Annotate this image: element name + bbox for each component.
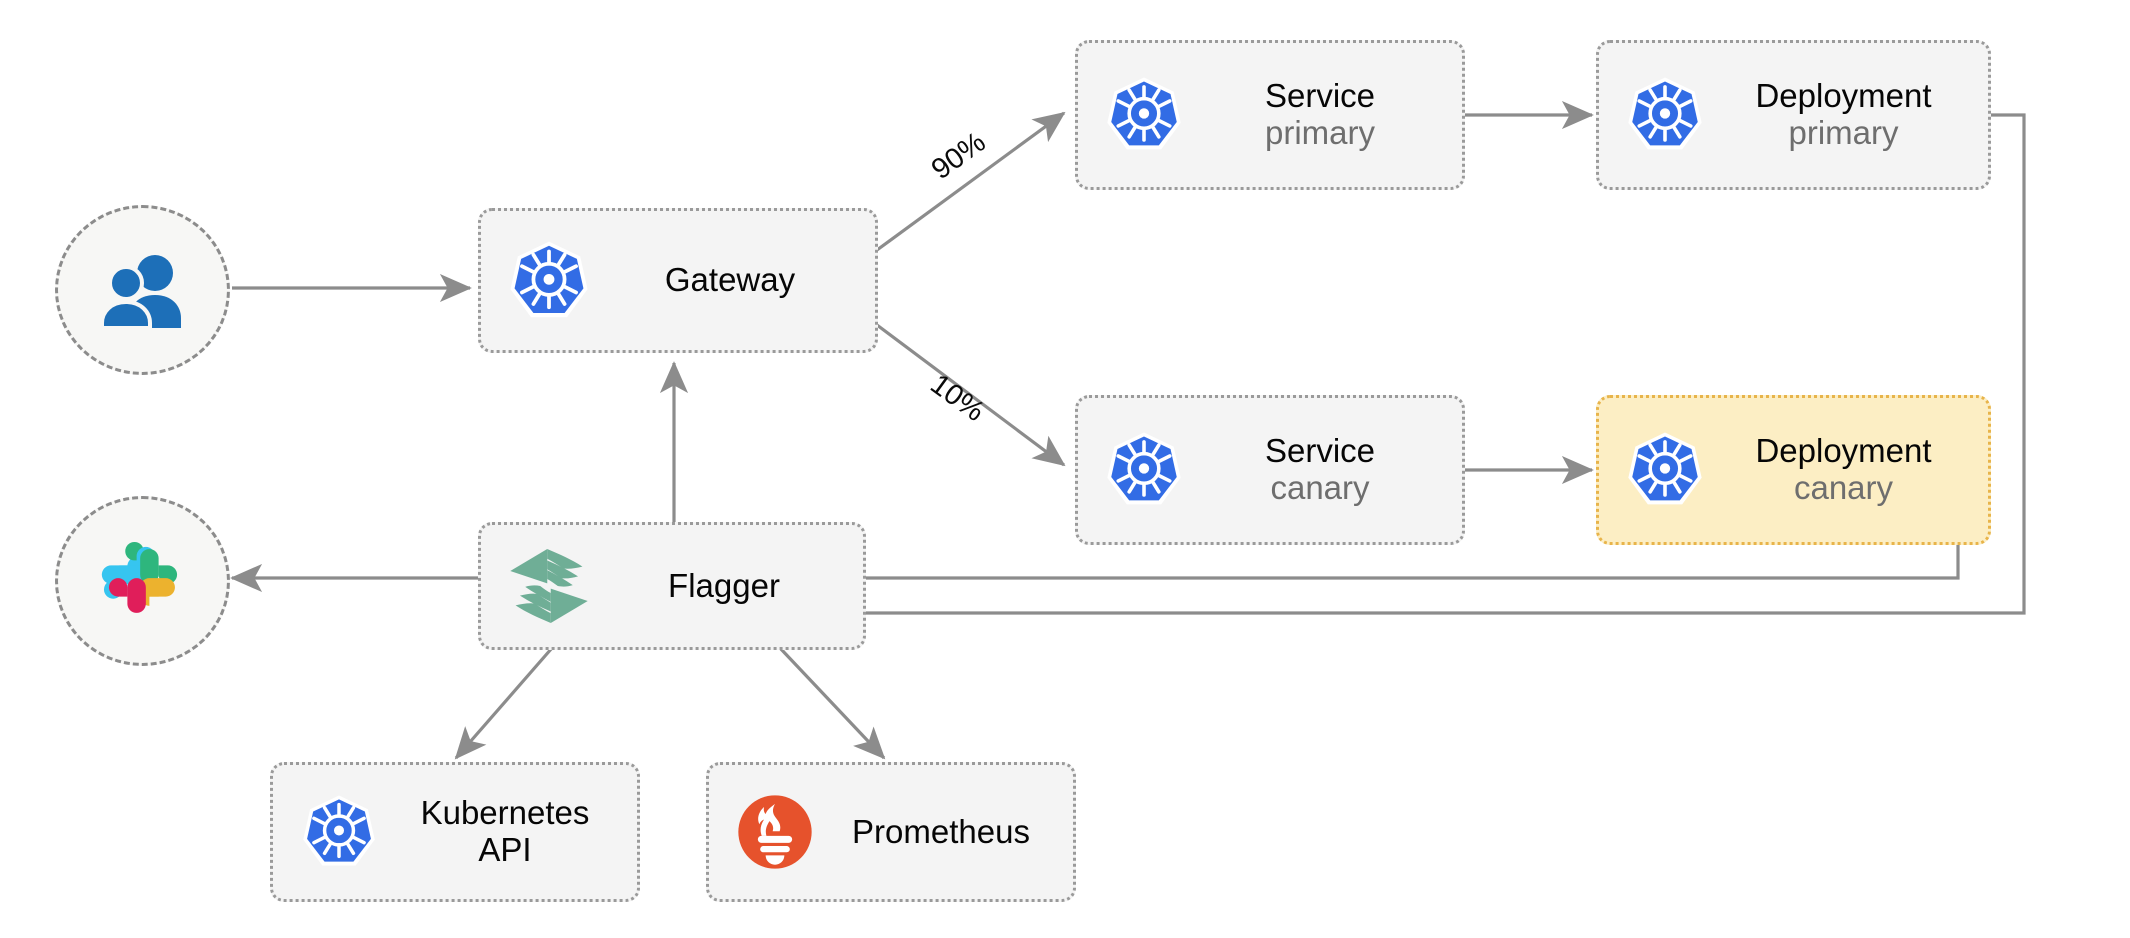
edge-label-10-percent: 10% xyxy=(924,368,991,429)
flagger-icon xyxy=(497,542,601,630)
node-label-line2: canary xyxy=(1270,469,1370,506)
node-service-primary[interactable]: Service primary xyxy=(1075,40,1465,190)
kubernetes-icon xyxy=(289,792,389,872)
node-gateway[interactable]: Gateway xyxy=(478,208,878,353)
node-label: Flagger xyxy=(601,566,847,605)
node-label-line1: Deployment xyxy=(1755,77,1932,115)
node-deployment-primary[interactable]: Deployment primary xyxy=(1596,40,1991,190)
node-label-line2: canary xyxy=(1793,469,1894,506)
edge-flagger-prometheus xyxy=(778,646,886,760)
node-label: Deployment primary xyxy=(1715,77,1972,152)
node-label: Kubernetes API xyxy=(389,794,621,869)
kubernetes-icon xyxy=(1094,74,1194,156)
kubernetes-icon xyxy=(1615,429,1715,511)
edge-flagger-k8s-api xyxy=(454,646,554,760)
node-label-line2: primary xyxy=(1264,114,1375,151)
node-users[interactable] xyxy=(55,205,230,375)
node-prometheus[interactable]: Prometheus xyxy=(706,762,1076,902)
node-label-line1: Prometheus xyxy=(852,812,1030,850)
kubernetes-icon xyxy=(1615,74,1715,156)
node-deployment-canary[interactable]: Deployment canary xyxy=(1596,395,1991,545)
node-label-line2: API xyxy=(478,831,532,868)
kubernetes-icon xyxy=(1094,429,1194,511)
users-icon xyxy=(97,252,189,328)
edge-label-90-percent: 90% xyxy=(925,126,992,187)
node-label: Prometheus xyxy=(825,812,1057,851)
node-label-line1: Gateway xyxy=(664,261,796,299)
node-label-line1: Kubernetes xyxy=(420,794,590,832)
node-label-line2: primary xyxy=(1788,114,1899,151)
node-flagger[interactable]: Flagger xyxy=(478,522,866,650)
node-kubernetes-api[interactable]: Kubernetes API xyxy=(270,762,640,902)
node-label: Service canary xyxy=(1194,432,1446,507)
node-label: Deployment canary xyxy=(1715,432,1972,507)
node-label-line1: Service xyxy=(1264,77,1376,115)
node-label-line1: Service xyxy=(1264,432,1376,470)
node-slack[interactable] xyxy=(55,496,230,666)
node-label: Gateway xyxy=(601,261,859,299)
slack-icon xyxy=(99,537,187,625)
node-service-canary[interactable]: Service canary xyxy=(1075,395,1465,545)
prometheus-icon xyxy=(725,793,825,871)
kubernetes-icon xyxy=(497,238,601,324)
node-label: Service primary xyxy=(1194,77,1446,152)
node-label-line1: Deployment xyxy=(1755,432,1932,470)
node-label-line1: Flagger xyxy=(668,566,780,604)
